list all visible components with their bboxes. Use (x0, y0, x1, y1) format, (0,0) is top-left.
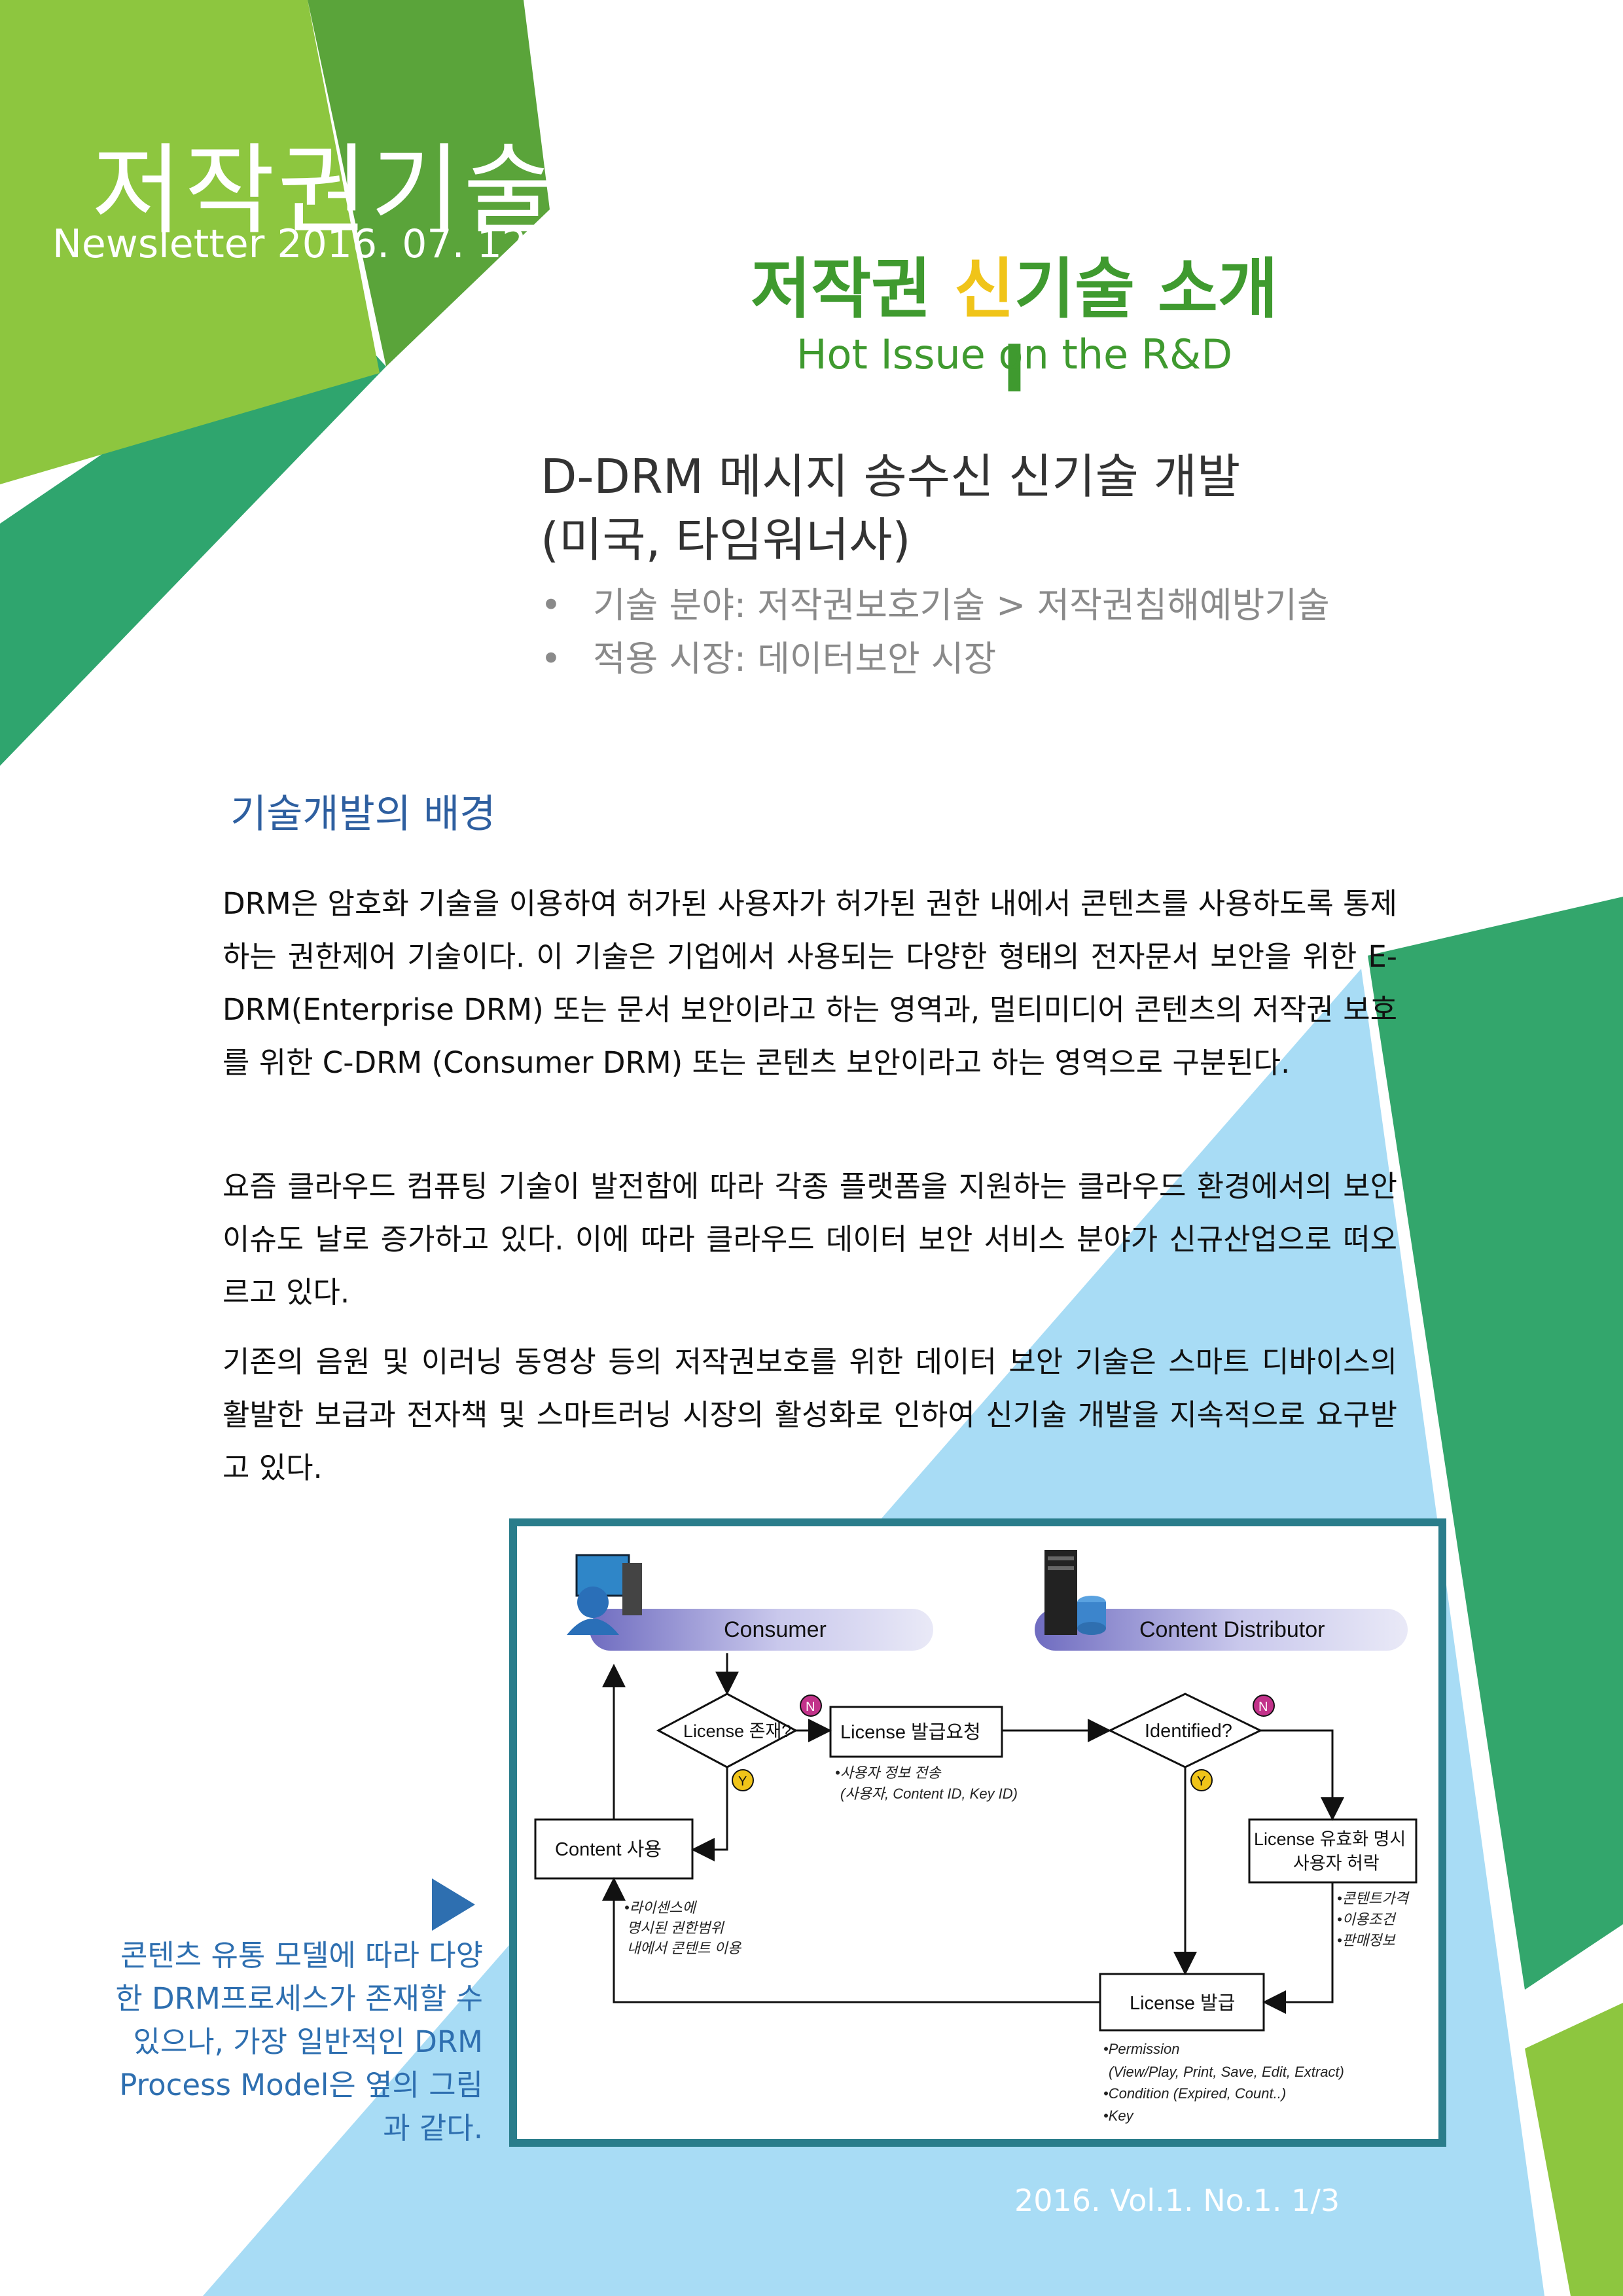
use-note-2: 명시된 권한범위 (627, 1920, 725, 1936)
article-headline: D-DRM 메시지 송수신 신기술 개발 (미국, 타임워너사) (541, 445, 1240, 572)
license-exists-label: License 존재? (683, 1721, 791, 1741)
issue-note-3: •Condition (Expired, Count..) (1103, 2085, 1286, 2102)
svg-text:Y: Y (738, 1774, 747, 1789)
request-note-2: (사용자, Content ID, Key ID) (840, 1785, 1018, 1802)
issue-note-2: (View/Play, Print, Save, Edit, Extract) (1109, 2064, 1344, 2080)
figure-caption: 콘텐츠 유통 모델에 따라 다양한 DRM프로세스가 존재할 수 있으나, 가장… (115, 1938, 483, 2145)
topleft-midgreen-shape (308, 0, 550, 367)
license-valid-box (1248, 1818, 1418, 1884)
valid-note-2: •이용조건 (1337, 1911, 1397, 1928)
license-request-box (829, 1706, 1003, 1758)
body-paragraph: 요즘 클라우드 컴퓨팅 기술이 발전함에 따라 각종 플랫폼을 지원하는 클라우… (223, 1169, 1397, 1310)
yes-badge: Y (732, 1769, 754, 1791)
no-badge: N (1253, 1695, 1275, 1717)
drm-process-diagram: Consumer Content Distributor License 존재?… (534, 1550, 1418, 2124)
newsletter-date: Newsletter 2016. 07. 12 (52, 221, 527, 267)
bullet: • (541, 584, 562, 626)
meta-text: 기술 분야: 저작권보호기술 > 저작권침해예방기술 (593, 584, 1330, 626)
meta-text: 적용 시장: 데이터보안 시장 (593, 638, 997, 679)
banner-title-part2: 기술 소개 I (1002, 251, 1278, 407)
license-issue-label: License 발급 (1130, 1993, 1235, 2014)
valid-note-3: •판매정보 (1337, 1932, 1396, 1948)
svg-text:Y: Y (1197, 1774, 1205, 1789)
play-arrow-icon (432, 1878, 475, 1931)
license-request-label: License 발급요청 (840, 1722, 981, 1743)
section-title: 기술개발의 배경 (230, 791, 496, 837)
headline-line2: (미국, 타임워너사) (541, 512, 911, 568)
right-lightgreen-shape (1525, 2003, 1623, 2296)
identified-label: Identified? (1145, 1721, 1232, 1742)
yes-badge: Y (1190, 1769, 1213, 1791)
use-note-1: •라이센스에 (624, 1899, 698, 1916)
issue-note-4: •Key (1103, 2108, 1135, 2124)
meta-tech-field: • 기술 분야: 저작권보호기술 > 저작권침해예방기술 (541, 576, 1330, 628)
issue-note-1: •Permission (1103, 2041, 1180, 2057)
section-banner-subtitle: Hot Issue on the R&D (796, 331, 1233, 378)
consumer-bar (590, 1609, 933, 1651)
page-footer: 2016. Vol.1. No.1. 1/3 (1014, 2183, 1340, 2218)
content-use-label: Content 사용 (555, 1839, 662, 1860)
banner-title-highlight: 신 (954, 251, 1014, 327)
bullet: • (541, 638, 562, 679)
license-valid-label1: License 유효화 명시 (1254, 1829, 1406, 1849)
banner-title-part1: 저작권 (751, 251, 954, 327)
svg-text:N: N (1258, 1700, 1268, 1714)
body-paragraph: 기존의 음원 및 이러닝 동영상 등의 저작권보호를 위한 데이터 보안 기술은… (223, 1344, 1397, 1485)
server-icon (1044, 1550, 1106, 1635)
use-note-3: 내에서 콘텐트 이용 (627, 1940, 742, 1956)
svg-text:N: N (806, 1700, 815, 1714)
license-valid-label2: 사용자 허락 (1293, 1854, 1380, 1873)
content-use-box (534, 1818, 694, 1880)
diagram-notes: •사용자 정보 전송 (사용자, Content ID, Key ID) •라이… (624, 1765, 1410, 2124)
valid-note-1: •콘텐트가격 (1337, 1890, 1410, 1907)
request-note-1: •사용자 정보 전송 (835, 1765, 942, 1781)
headline-line1: D-DRM 메시지 송수신 신기술 개발 (541, 449, 1241, 504)
topleft-teal-shape (0, 301, 386, 766)
distributor-label: Content Distributor (1139, 1617, 1325, 1642)
topleft-lightgreen-shape (0, 0, 380, 484)
drm-process-figure: Consumer Content Distributor License 존재?… (509, 1518, 1446, 2147)
brand-title: 저작권기술 (92, 134, 557, 248)
distributor-bar (1035, 1609, 1408, 1651)
body-paragraph: DRM은 암호화 기술을 이용하여 허가된 사용자가 허가된 권한 내에서 콘텐… (223, 886, 1397, 1080)
meta-market: • 적용 시장: 데이터보안 시장 (541, 630, 996, 681)
right-teal-shape (1368, 897, 1623, 1990)
flow-arrows (602, 1653, 1344, 2014)
no-badge: N (800, 1695, 822, 1717)
license-issue-box (1099, 1973, 1265, 2032)
consumer-label: Consumer (724, 1617, 827, 1642)
consumer-computer-icon (567, 1554, 642, 1635)
section-banner-title: 저작권 신기술 소개 I (746, 236, 1283, 407)
